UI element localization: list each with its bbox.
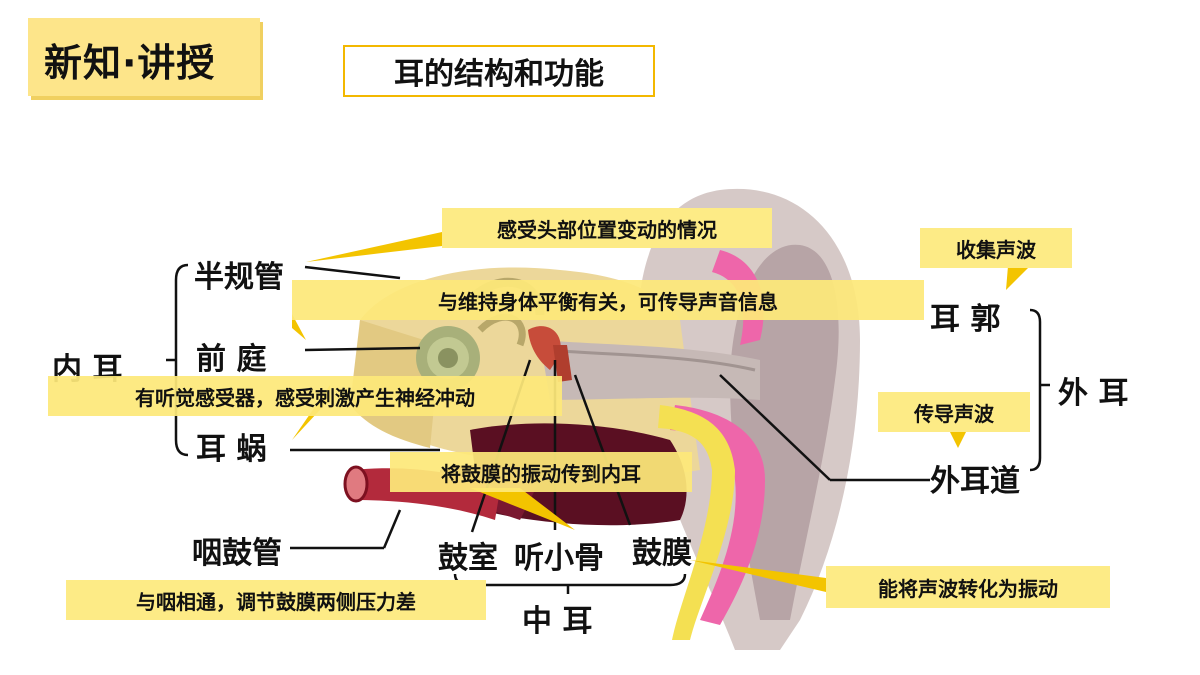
note-ossicles-function: 将鼓膜的振动传到内耳 (390, 452, 692, 492)
section-badge (28, 18, 260, 96)
label-vestibule: 前 庭 (196, 342, 267, 377)
label-cochlea: 耳 蜗 (196, 432, 267, 467)
label-auricle: 耳 郭 (930, 302, 1001, 337)
note-cochlea-function: 有听觉感受器，感受刺激产生神经冲动 (48, 376, 562, 416)
label-middle-ear: 中 耳 (522, 604, 593, 639)
label-semicircular-canals: 半规管 (194, 260, 284, 295)
note-eardrum-function: 能将声波转化为振动 (826, 566, 1110, 608)
label-eustachian-tube: 咽鼓管 (192, 536, 282, 571)
slide-title: 耳的结构和功能 (343, 45, 655, 97)
note-canal-function: 传导声波 (878, 392, 1030, 432)
label-ossicles: 听小骨 (514, 541, 604, 576)
label-outer-ear: 外 耳 (1058, 376, 1129, 411)
note-vestibule-function: 与维持身体平衡有关，可传导声音信息 (292, 280, 924, 320)
note-auricle-function: 收集声波 (920, 228, 1072, 268)
note-semicircular-function: 感受头部位置变动的情况 (442, 208, 772, 248)
label-ear-canal: 外耳道 (930, 464, 1020, 499)
label-eardrum: 鼓膜 (632, 536, 692, 571)
note-eustachian-function: 与咽相通，调节鼓膜两侧压力差 (66, 580, 486, 620)
section-badge-label: 新知·讲授 (44, 41, 216, 85)
label-tympanic-cavity: 鼓室 (438, 541, 498, 576)
